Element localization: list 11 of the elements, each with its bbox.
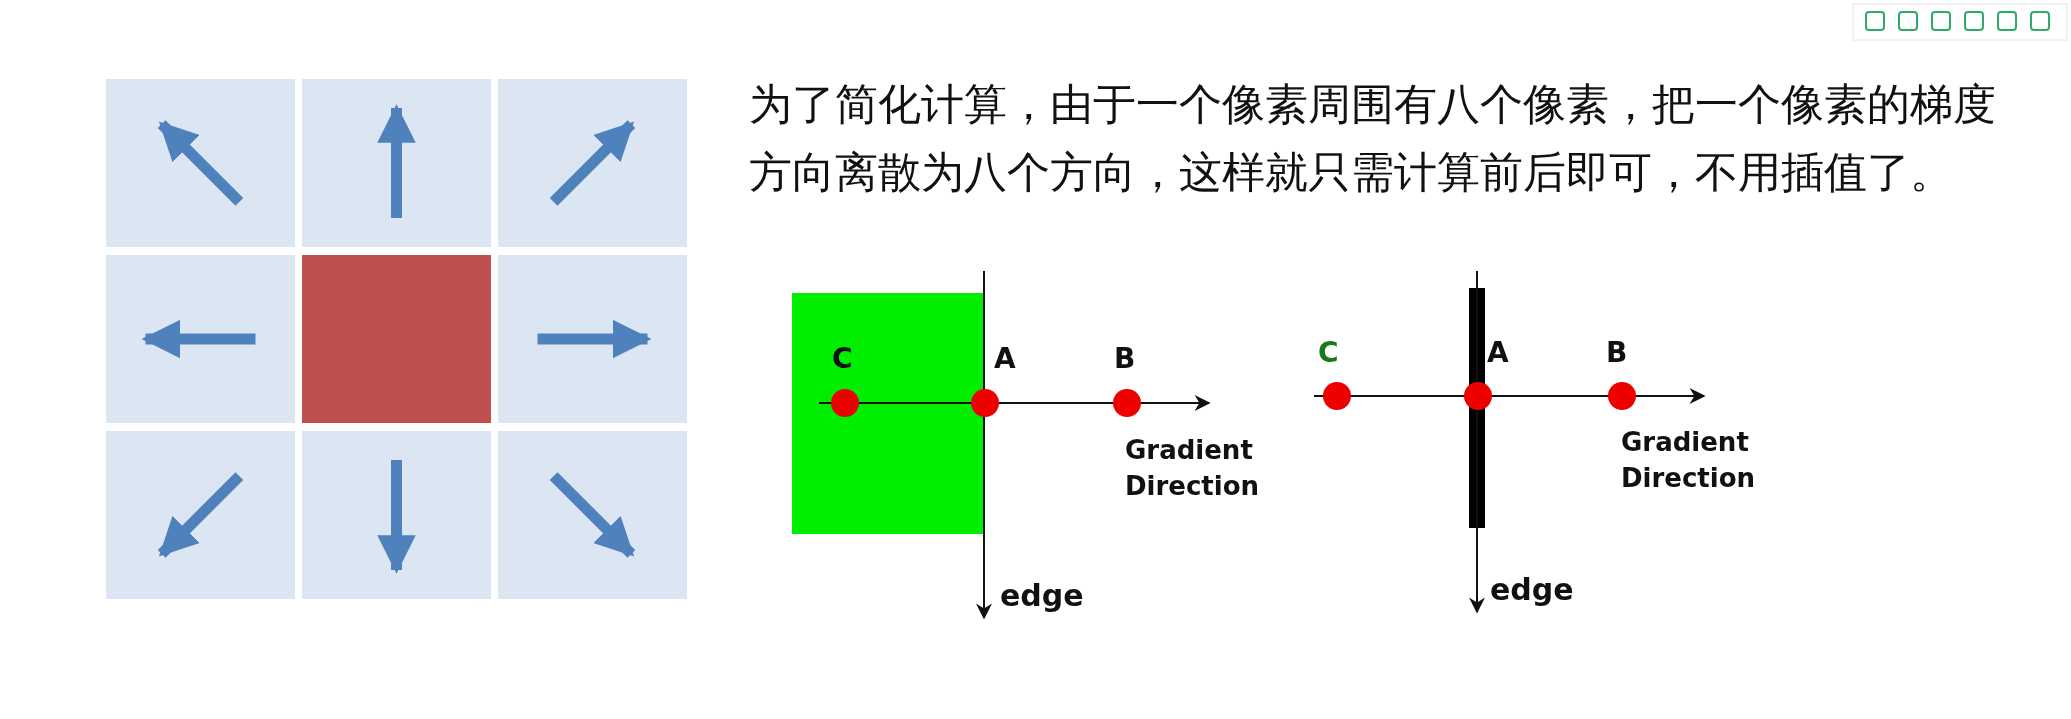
point-label: C — [832, 342, 853, 375]
axis-label: Gradient Direction — [1125, 434, 1261, 503]
point-label: B — [1606, 336, 1628, 369]
axis-label: Gradient Direction — [1621, 426, 1757, 495]
point-label: A — [1487, 336, 1509, 369]
explanation-text: 为了简化计算，由于一个像素周围有八个像素，把一个像素的梯度方向离散为八个方向，这样就只需计算前后即可，不用插值了。 — [749, 78, 1997, 199]
axis-label: edge — [1490, 572, 1574, 607]
point-label: C — [1318, 336, 1339, 369]
axis-label: edge — [1000, 578, 1084, 613]
point-label: A — [994, 342, 1016, 375]
point-label: B — [1114, 342, 1136, 375]
